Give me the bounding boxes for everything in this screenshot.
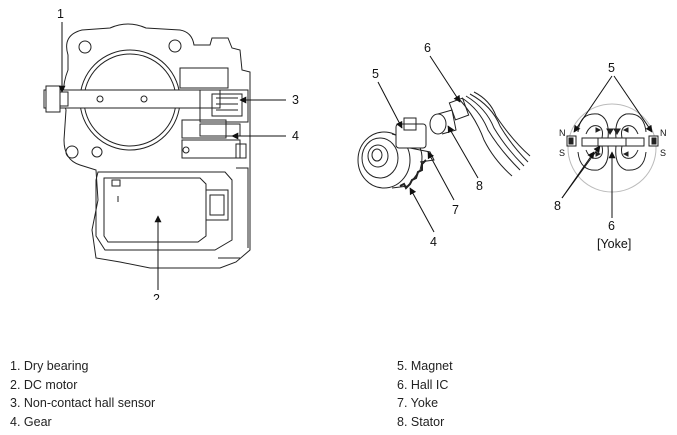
- yoke-n-right: N: [660, 128, 667, 138]
- legend-item: 6. Hall IC: [397, 377, 449, 392]
- yoke-callouts: [561, 75, 653, 218]
- yoke-n-left: N: [559, 128, 566, 138]
- callout-4-sensor: 4: [430, 235, 437, 249]
- yoke-s-left: S: [559, 148, 565, 158]
- callout-4: 4: [292, 129, 299, 143]
- callout-3: 3: [292, 93, 299, 107]
- legend-item: 5. Magnet: [397, 359, 453, 373]
- legend-item: 2. DC motor: [10, 377, 78, 392]
- callout-8: 8: [476, 179, 483, 193]
- callout-6: 6: [424, 41, 431, 55]
- legend-item: 1. Dry bearing: [10, 359, 89, 373]
- legend-item: 4. Gear: [10, 414, 52, 429]
- legend-item: 7. Yoke: [397, 396, 439, 410]
- legend-item: 3. Non-contact hall sensor: [10, 396, 156, 410]
- yoke-s-right: S: [660, 148, 666, 158]
- callout-2: 2: [153, 292, 160, 300]
- legend-item: 8. Stator: [397, 414, 445, 429]
- component-diagram: 1 2 3 4 5 6 7 8 4: [43, 7, 667, 300]
- yoke-callout-8: 8: [554, 199, 561, 213]
- throttle-callouts: [58, 22, 286, 290]
- yoke-caption: [Yoke]: [597, 237, 631, 251]
- yoke-callout-6: 6: [608, 219, 615, 233]
- hall-sensor-drawing: [357, 91, 531, 190]
- throttle-body-drawing: [43, 23, 251, 269]
- callout-5: 5: [372, 67, 379, 81]
- legend-left: 1. Dry bearing 2. DC motor 3. Non-contac…: [10, 357, 155, 431]
- sensor-callouts: [377, 55, 479, 233]
- legend-right: 5. Magnet 6. Hall IC 7. Yoke 8. Stator: [397, 357, 453, 431]
- callout-7: 7: [452, 203, 459, 217]
- yoke-callout-5: 5: [608, 61, 615, 75]
- callout-1: 1: [57, 7, 64, 21]
- yoke-schematic: [566, 103, 659, 193]
